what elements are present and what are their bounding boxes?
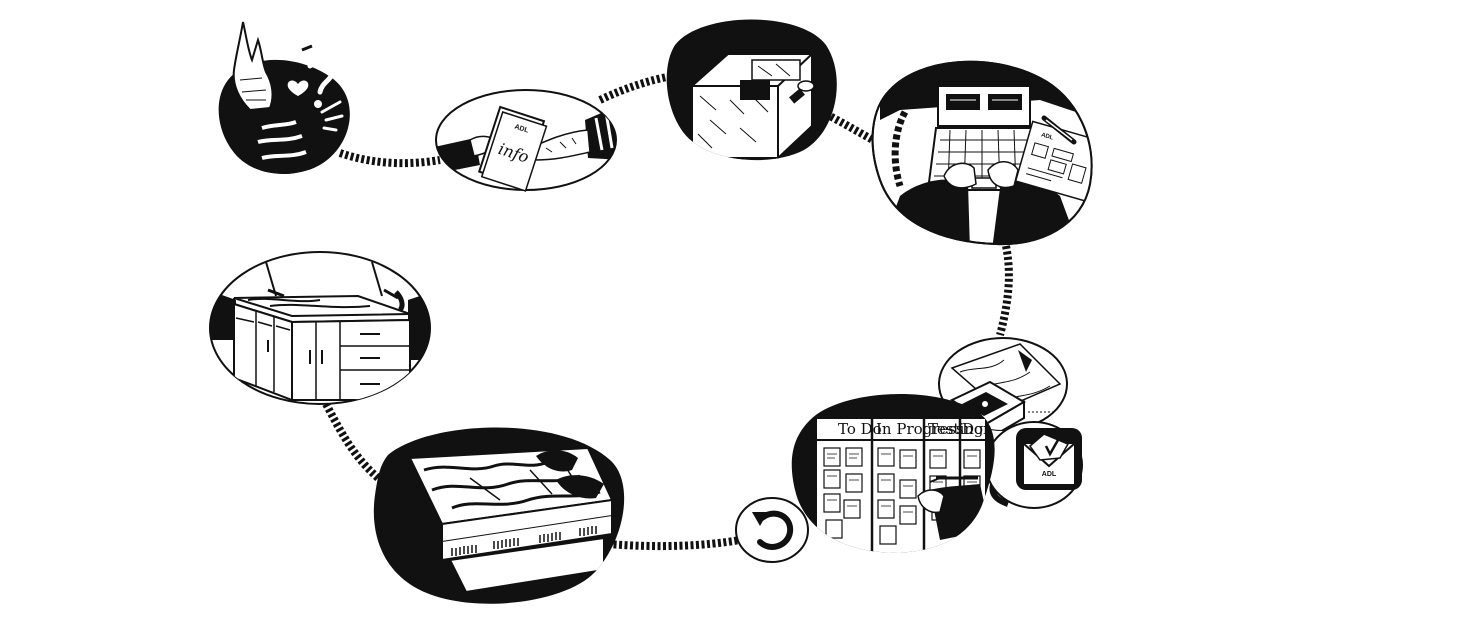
step-design: ADL [873, 50, 1104, 250]
connector-1 [340, 153, 440, 163]
step-repeat[interactable] [736, 498, 808, 562]
step-fabrication [374, 428, 624, 604]
kanban-board-icon: To Do In Progress Testing Done [816, 418, 1002, 554]
step-info-handover: ADL info [430, 90, 622, 191]
connector-4 [1000, 246, 1009, 335]
step-installation [208, 252, 432, 404]
connector-2 [600, 76, 672, 100]
room-box-icon [692, 54, 814, 158]
step-planning: To Do In Progress Testing Done [792, 394, 1002, 554]
envelope-check-icon: ADL [1016, 428, 1082, 490]
envelope-brand: ADL [1042, 471, 1057, 478]
step-site-visit [667, 19, 837, 160]
step-approval: ADL [986, 422, 1082, 508]
step-inquiry [219, 22, 350, 185]
connector-5 [608, 540, 740, 546]
connector-6 [326, 404, 378, 478]
